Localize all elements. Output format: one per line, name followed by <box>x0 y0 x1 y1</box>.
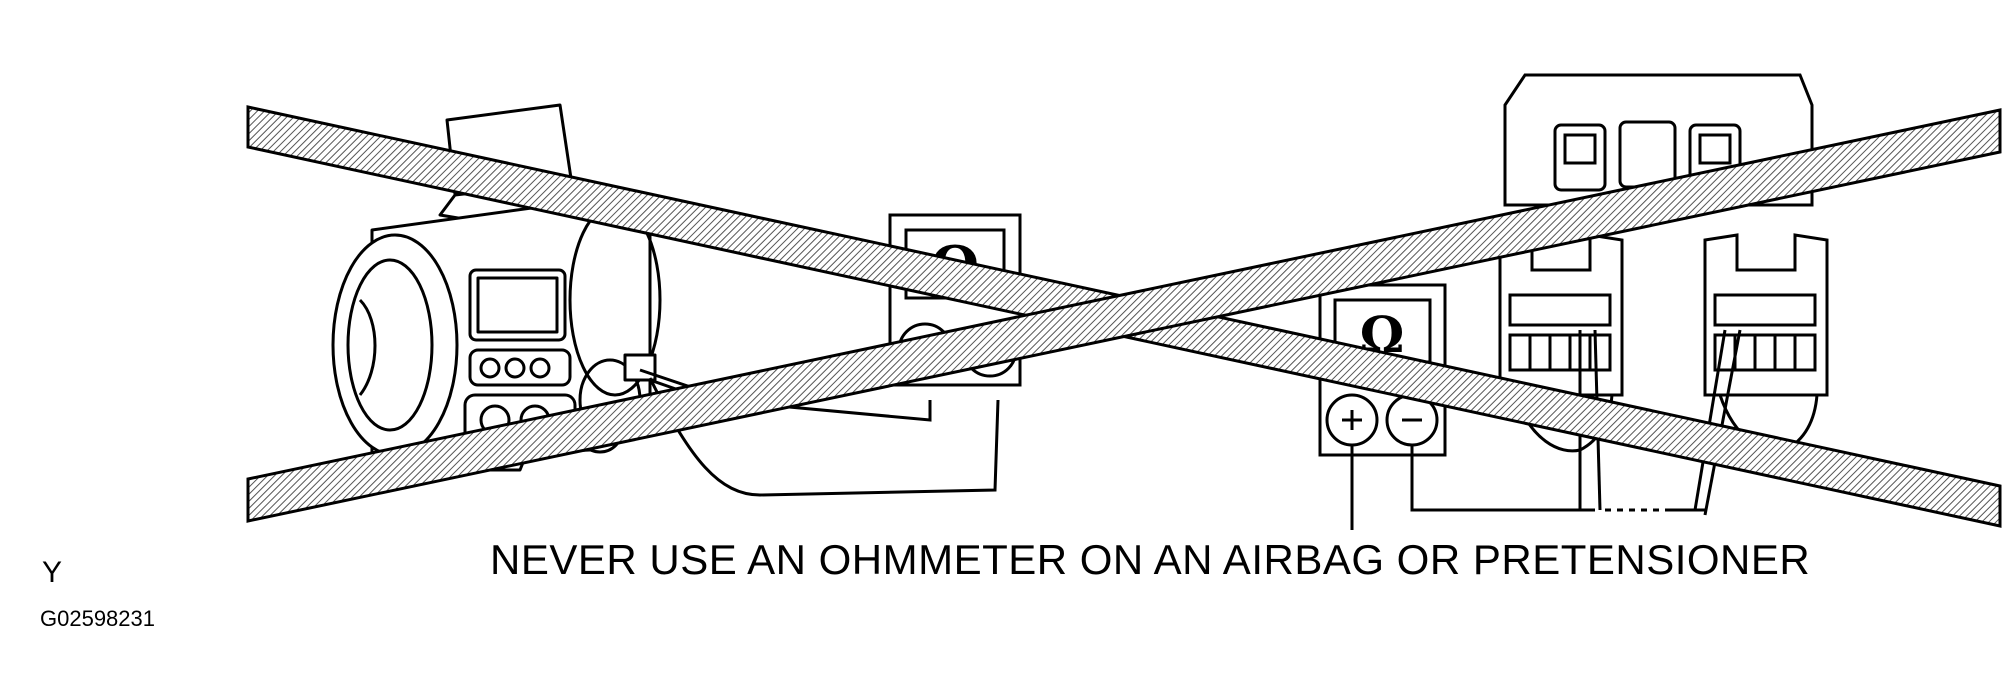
airbag-inflator-icon <box>331 103 662 472</box>
side-letter: Y <box>42 556 63 589</box>
figure-id: G02598231 <box>40 606 155 631</box>
warning-caption: NEVER USE AN OHMMETER ON AN AIRBAG OR PR… <box>490 536 1811 583</box>
prohibited-cross-icon <box>246 105 2002 528</box>
